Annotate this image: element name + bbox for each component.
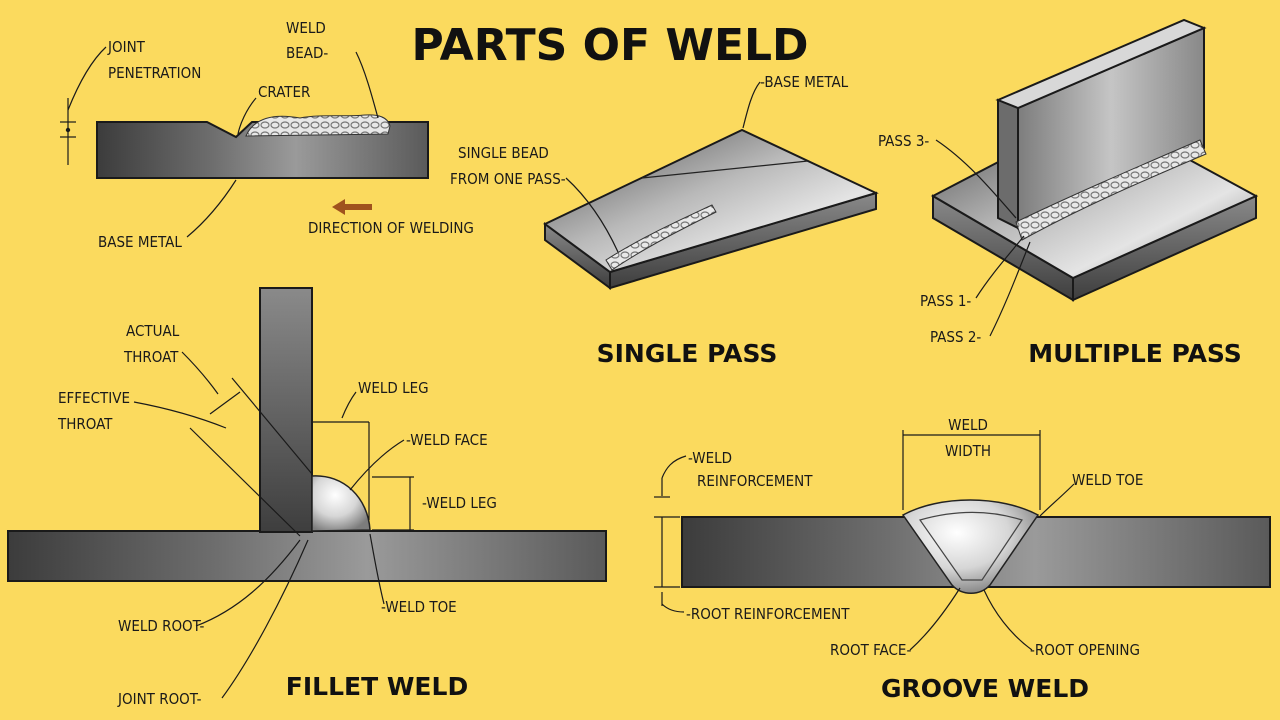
root-reinforcement-leader: [661, 603, 685, 613]
effective-throat-label-1: EFFECTIVE: [58, 389, 130, 407]
weld-width-label-1: WELD: [948, 416, 988, 434]
groove-weld-caption: GROOVE WELD: [881, 674, 1089, 703]
joint-root-leader: [221, 539, 309, 699]
actual-throat-leader: [181, 351, 219, 395]
weld-toe-leader: [369, 533, 385, 605]
weld-bead-leader: [355, 51, 379, 119]
actual-throat-ext: [231, 377, 313, 475]
groove-weld-toe-leader: [1039, 483, 1075, 517]
crater-leader: [237, 97, 257, 135]
single-plate-top: [543, 128, 879, 274]
actual-throat-label-2: THROAT: [123, 348, 179, 366]
weld-leg-top-label: WELD LEG: [358, 379, 429, 397]
single-plate-seam: [641, 160, 809, 179]
effective-throat-label-2: THROAT: [57, 415, 113, 433]
bead-diagram: JOINT PENETRATION CRATER WELD BEAD- BASE…: [60, 19, 474, 251]
base-metal-label: BASE METAL: [98, 233, 182, 251]
weld-width-label-2: WIDTH: [945, 442, 991, 460]
penetration-dot: [65, 127, 71, 133]
actual-throat-label-1: ACTUAL: [126, 322, 180, 340]
weld-toe-label: -WELD TOE: [381, 598, 457, 616]
pass1-label: PASS 1-: [920, 292, 971, 310]
weld-bead: [245, 114, 391, 137]
fillet-weld-caption: FILLET WELD: [286, 672, 468, 701]
single-bead-label-1: SINGLE BEAD: [458, 144, 549, 162]
effective-throat-ext: [189, 427, 301, 537]
joint-penetration-label-2: PENETRATION: [108, 64, 201, 82]
groove-weld-inner: [919, 511, 1023, 581]
fillet-base-plate: [7, 530, 607, 582]
weld-reinforcement-label-2: REINFORCEMENT: [697, 472, 813, 490]
single-base-metal-label: -BASE METAL: [760, 73, 849, 91]
direction-arrow-icon: [332, 199, 372, 215]
weld-face-label: -WELD FACE: [406, 431, 488, 449]
root-reinforcement-label: -ROOT REINFORCEMENT: [686, 605, 850, 623]
base-metal-leader: [186, 179, 237, 238]
base-metal-leader-single: [742, 81, 761, 129]
single-bead-label-2: FROM ONE PASS-: [450, 170, 566, 188]
pass2-leader: [989, 241, 1031, 337]
root-face-leader: [909, 587, 961, 651]
groove-weld-diagram: WELD WIDTH WELD TOE -WELD REINFORCEMENT …: [654, 416, 1271, 703]
weld-reinforcement-leader: [661, 455, 687, 479]
multiple-pass-diagram: PASS 3- PASS 1- PASS 2- MULTIPLE PASS: [878, 18, 1259, 368]
weld-root-label: WELD ROOT-: [118, 617, 205, 635]
single-weld-bead: [605, 204, 717, 271]
joint-penetration-label-1: JOINT: [107, 38, 146, 56]
weld-leg-top-leader: [341, 391, 357, 419]
throat-dim-line: [209, 391, 241, 415]
pass3-label: PASS 3-: [878, 132, 929, 150]
weld-bead-label-1: WELD: [286, 19, 326, 37]
weld-reinforcement-label-1: -WELD: [688, 449, 732, 467]
joint-penetration-leader: [67, 46, 107, 111]
root-opening-label: -ROOT OPENING: [1030, 641, 1140, 659]
root-opening-leader: [983, 589, 1033, 651]
effective-throat-leader: [133, 401, 227, 429]
single-pass-caption: SINGLE PASS: [597, 339, 778, 368]
pass3-leader: [935, 139, 1017, 219]
weld-leg-side-label: -WELD LEG: [422, 494, 497, 512]
root-face-label: ROOT FACE-: [830, 641, 911, 659]
single-bead-leader: [565, 177, 619, 253]
joint-root-label: JOINT ROOT-: [117, 690, 202, 708]
groove-weld-toe-label: WELD TOE: [1072, 471, 1143, 489]
weld-bead-label-2: BEAD-: [286, 44, 328, 62]
fillet-weld-bead: [311, 475, 371, 532]
single-pass-diagram: -BASE METAL SINGLE BEAD FROM ONE PASS- S…: [450, 73, 879, 368]
crater-label: CRATER: [258, 83, 310, 101]
multiple-pass-caption: MULTIPLE PASS: [1028, 339, 1242, 368]
pass1-leader: [975, 235, 1025, 299]
direction-label: DIRECTION OF WELDING: [308, 219, 474, 237]
multi-weld-beads: [1015, 139, 1207, 241]
multi-wall-top: [995, 18, 1207, 110]
groove-weld-bead: [901, 499, 1040, 594]
fillet-weld-diagram: WELD LEG -WELD LEG -WELD FACE ACTUAL THR…: [7, 287, 607, 708]
weld-face-leader: [349, 439, 405, 491]
pass2-label: PASS 2-: [930, 328, 981, 346]
weld-root-leader: [195, 539, 301, 627]
fillet-vertical-plate: [259, 287, 313, 533]
page-title: PARTS OF WELD: [411, 20, 808, 71]
